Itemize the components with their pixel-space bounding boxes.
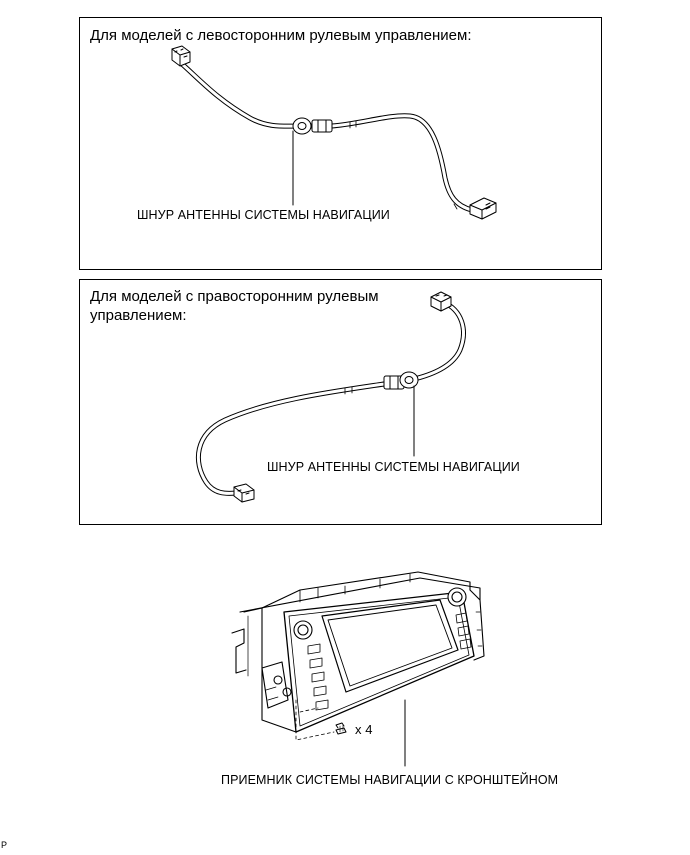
- connector-icon: [430, 291, 452, 312]
- ferrite-core-icon: [383, 371, 419, 390]
- receiver-label: ПРИЕМНИК СИСТЕМЫ НАВИГАЦИИ С КРОНШТЕЙНОМ: [221, 773, 559, 787]
- corner-mark: P: [1, 840, 8, 850]
- screw-quantity-label: x 4: [355, 722, 373, 737]
- rhd-antenna-cord-label: ШНУР АНТЕННЫ СИСТЕМЫ НАВИГАЦИИ: [267, 460, 520, 474]
- rhd-antenna-cable: [195, 299, 466, 496]
- lhd-panel-heading: Для моделей с левосторонним рулевым упра…: [90, 27, 472, 44]
- ferrite-core-icon: [292, 117, 333, 135]
- lhd-antenna-cable: [179, 61, 475, 213]
- rhd-panel: [79, 279, 602, 525]
- navigation-receiver-illustration: [231, 571, 485, 741]
- lhd-panel: [79, 17, 602, 270]
- lhd-antenna-cord-label: ШНУР АНТЕННЫ СИСТЕМЫ НАВИГАЦИИ: [137, 208, 390, 222]
- screw-icon: [335, 722, 347, 735]
- connector-icon: [469, 197, 497, 220]
- connector-icon: [233, 483, 255, 503]
- rhd-panel-heading: Для моделей с правосторонним рулевым упр…: [90, 288, 379, 324]
- connector-icon: [171, 45, 191, 67]
